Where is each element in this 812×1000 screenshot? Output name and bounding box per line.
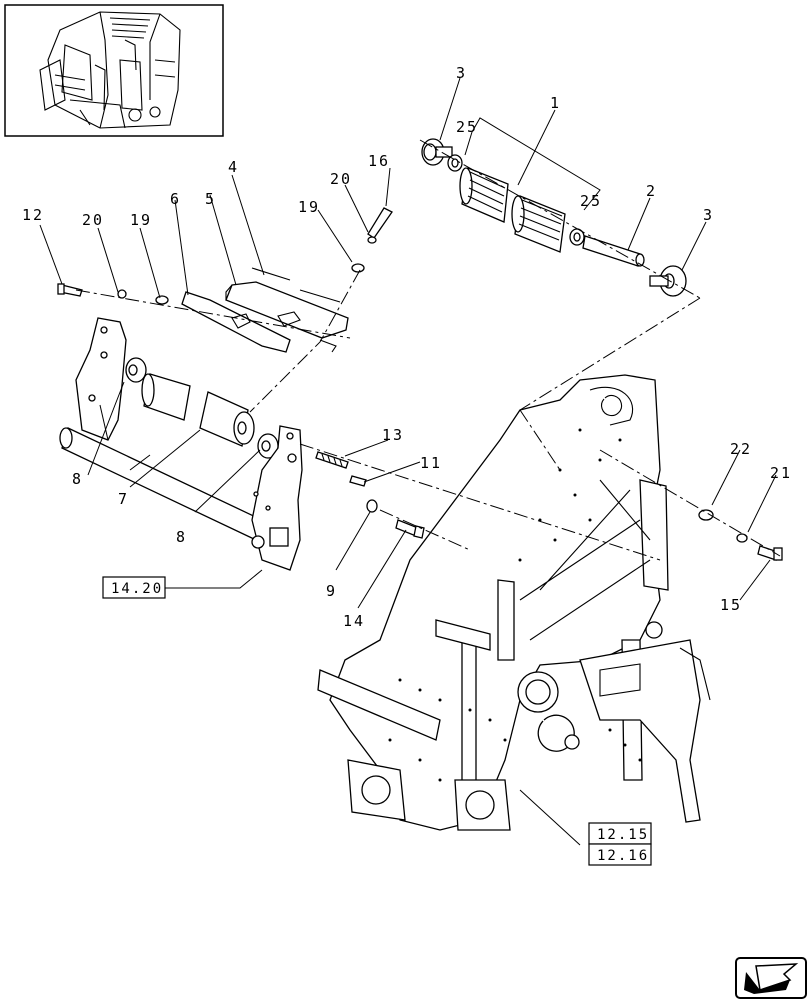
callout-19: 19 [298, 198, 320, 216]
callout-20: 20 [330, 170, 352, 188]
callout-25: 25 [580, 192, 602, 210]
callout-3: 3 [456, 64, 467, 82]
callout-3: 3 [703, 206, 714, 224]
callout-16: 16 [368, 152, 390, 170]
callout-20: 20 [82, 211, 104, 229]
ref-label-12-15: 12.15 [597, 827, 649, 843]
callout-5: 5 [205, 190, 216, 208]
callout-labels: 3 1 25 25 2 3 16 20 19 4 5 6 12 20 19 13… [22, 64, 792, 630]
callout-22: 22 [730, 440, 752, 458]
callout-6: 6 [170, 190, 181, 208]
upper-roller-assembly [421, 138, 687, 297]
leader-lines [39, 77, 777, 846]
left-hardware [57, 207, 393, 305]
callout-13: 13 [382, 426, 404, 444]
baler-thumbnail[interactable] [4, 4, 224, 137]
ref-box-12-15[interactable]: 12.15 [588, 822, 652, 845]
callout-25: 25 [456, 118, 478, 136]
next-page-arrow-icon[interactable] [735, 957, 807, 999]
ref-label-12-16: 12.16 [597, 848, 649, 864]
mid-hardware [315, 451, 425, 539]
callout-11: 11 [420, 454, 442, 472]
callout-1: 1 [550, 94, 561, 112]
callout-14: 14 [343, 612, 365, 630]
callout-8: 8 [72, 470, 83, 488]
main-frame [317, 374, 711, 831]
callout-12: 12 [22, 206, 44, 224]
stripper-plates [181, 267, 349, 353]
callout-8: 8 [176, 528, 187, 546]
right-hardware [698, 509, 783, 561]
callout-7: 7 [118, 490, 129, 508]
callout-21: 21 [770, 464, 792, 482]
axis-lines [75, 139, 781, 561]
callout-15: 15 [720, 596, 742, 614]
callout-4: 4 [228, 158, 239, 176]
callout-2: 2 [646, 182, 657, 200]
callout-9: 9 [326, 582, 337, 600]
callout-19: 19 [130, 211, 152, 229]
lower-roller-and-plates [59, 317, 303, 571]
ref-box-14-20[interactable]: 14.20 [102, 576, 166, 599]
ref-box-12-16[interactable]: 12.16 [588, 843, 652, 866]
ref-label-14-20: 14.20 [111, 581, 163, 597]
